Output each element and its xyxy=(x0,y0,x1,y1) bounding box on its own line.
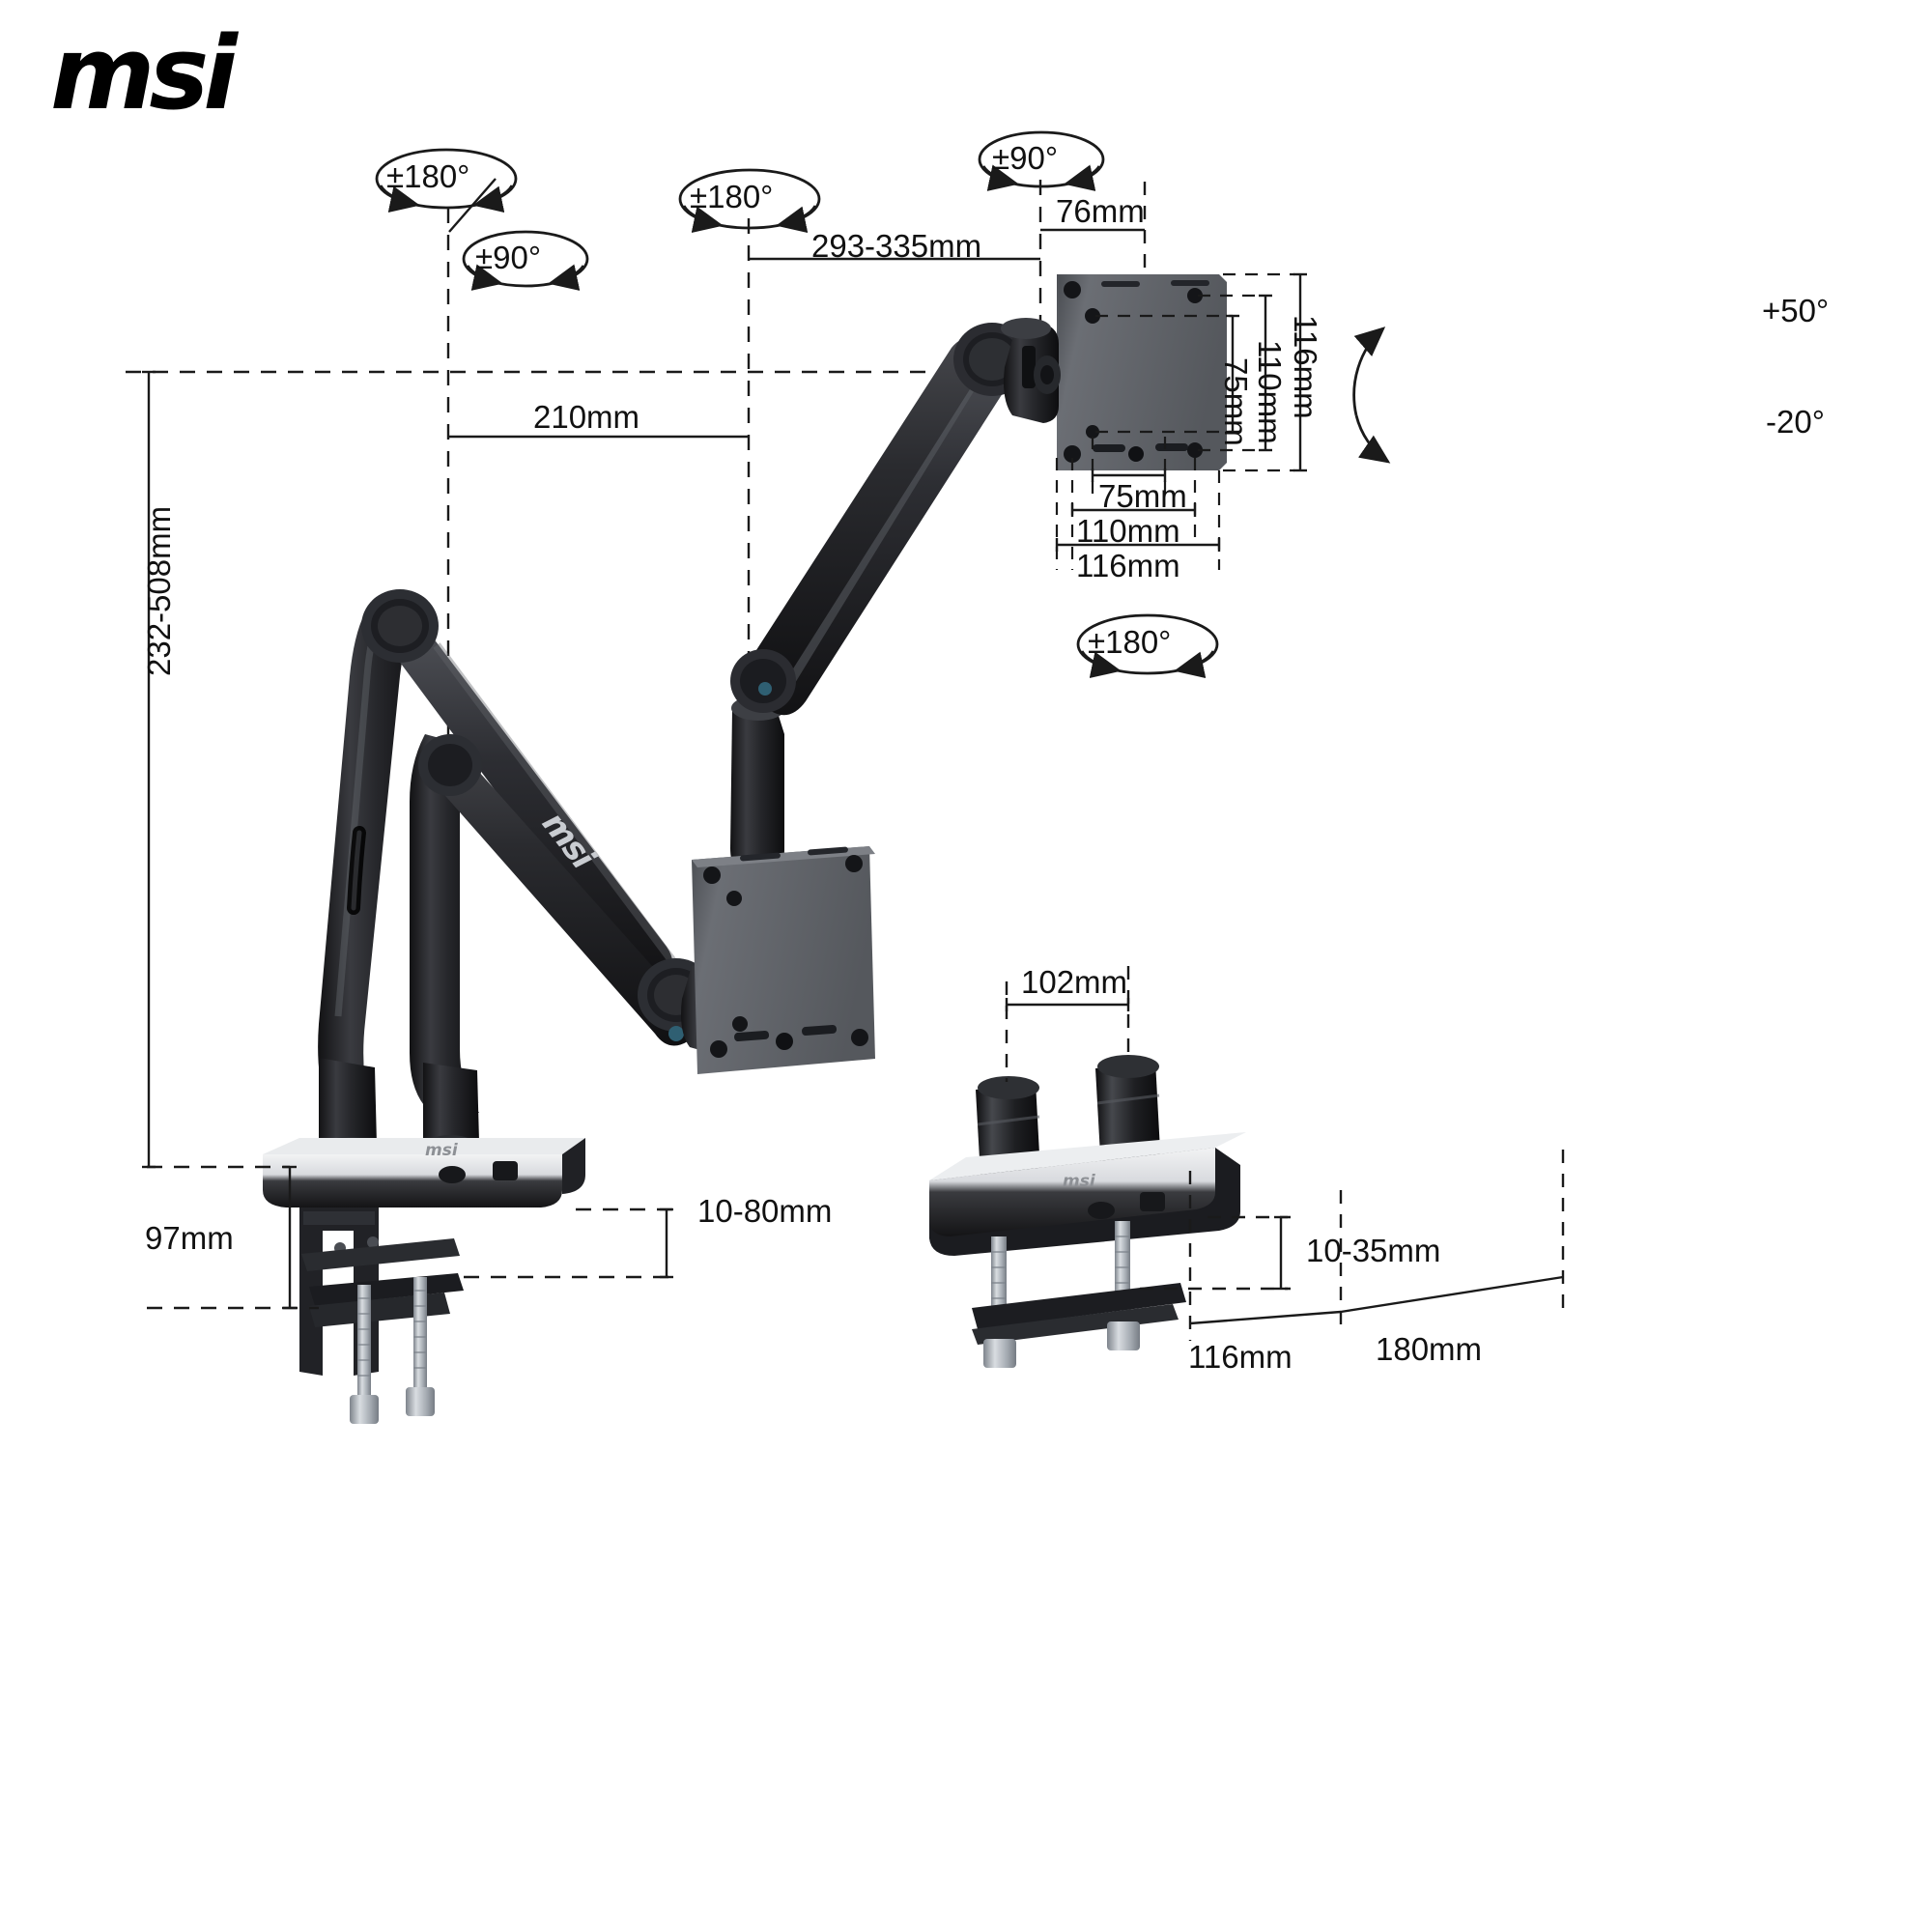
label-height-range: 232-508mm xyxy=(141,505,177,676)
label-vesa-h-116: 116mm xyxy=(1076,548,1180,583)
label-base-width-180: 180mm xyxy=(1376,1331,1483,1367)
label-clamp-height-97: 97mm xyxy=(145,1220,234,1256)
label-vesa-v-116: 116mm xyxy=(1288,315,1323,419)
msi-logo: msi xyxy=(50,14,238,132)
label-offset-76: 76mm xyxy=(1056,193,1145,229)
label-reach-210: 210mm xyxy=(533,399,640,435)
label-vesa-h-110: 110mm xyxy=(1076,513,1180,549)
label-vesa-h-75: 75mm xyxy=(1098,478,1187,514)
label-grommet-spacing-102: 102mm xyxy=(1021,964,1128,1000)
label-head-rotation-90: ±90° xyxy=(992,140,1059,176)
upper-arm-assembly xyxy=(730,318,1061,881)
label-arm-rotation-180: ±180° xyxy=(690,179,774,214)
label-vesa-v-75: 75mm xyxy=(1218,357,1254,446)
svg-text:msi: msi xyxy=(425,1141,459,1160)
label-post-tilt-90: ±90° xyxy=(475,240,542,275)
vesa-plate-upper xyxy=(1057,274,1227,470)
label-tilt-up: +50° xyxy=(1762,293,1830,328)
label-grommet-thickness: 10-35mm xyxy=(1306,1233,1441,1268)
label-tilt-down: -20° xyxy=(1766,404,1825,440)
label-extension-293-335: 293-335mm xyxy=(811,228,982,264)
lower-arm-assembly xyxy=(318,589,735,1162)
label-post-rotation-180: ±180° xyxy=(386,158,470,194)
desk-clamp-base: msi xyxy=(263,1138,585,1424)
vesa-plate-lower xyxy=(692,846,875,1074)
svg-text:msi: msi xyxy=(1063,1172,1096,1191)
label-base-depth-116: 116mm xyxy=(1188,1339,1293,1375)
grommet-mount-base: msi xyxy=(929,1055,1246,1368)
label-vesa-v-110: 110mm xyxy=(1252,340,1288,444)
label-clamp-thickness: 10-80mm xyxy=(697,1193,833,1229)
label-screen-swivel-180: ±180° xyxy=(1088,624,1172,660)
